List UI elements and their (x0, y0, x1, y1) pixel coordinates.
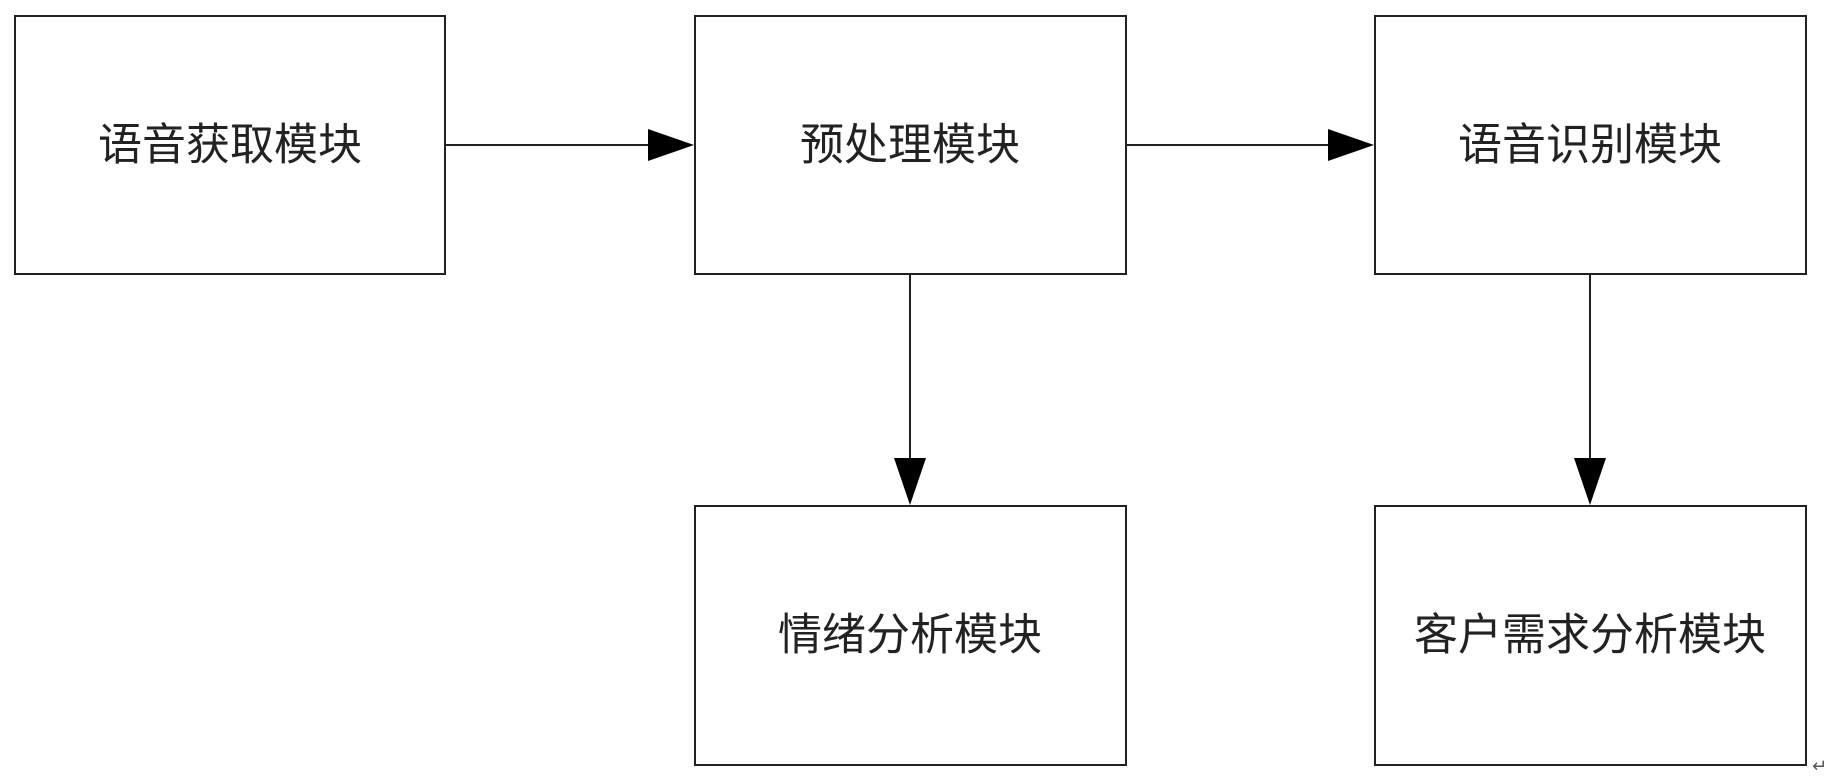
node-speech-recognition: 语音识别模块 (1374, 15, 1807, 275)
node-label: 语音识别模块 (1458, 120, 1722, 171)
node-emotion-analysis: 情绪分析模块 (694, 505, 1127, 766)
arrowhead-right-icon (648, 129, 694, 161)
edge-recognition-to-demand (1574, 274, 1606, 505)
node-label: 语音获取模块 (98, 120, 362, 171)
arrowhead-right-icon (1328, 129, 1374, 161)
node-label: 预处理模块 (800, 120, 1020, 171)
node-preprocessing: 预处理模块 (694, 15, 1127, 275)
node-voice-acquisition: 语音获取模块 (14, 15, 446, 275)
edge-acquisition-to-preprocessing (445, 129, 694, 161)
arrowhead-down-icon (894, 458, 926, 505)
edge-preprocessing-to-recognition (1126, 129, 1374, 161)
arrowhead-down-icon (1574, 458, 1606, 505)
paragraph-mark-icon: ↵ (1812, 756, 1827, 777)
node-label: 客户需求分析模块 (1414, 610, 1766, 661)
edge-preprocessing-to-emotion (894, 274, 926, 505)
node-customer-demand-analysis: 客户需求分析模块 (1374, 505, 1807, 766)
node-label: 情绪分析模块 (778, 610, 1042, 661)
